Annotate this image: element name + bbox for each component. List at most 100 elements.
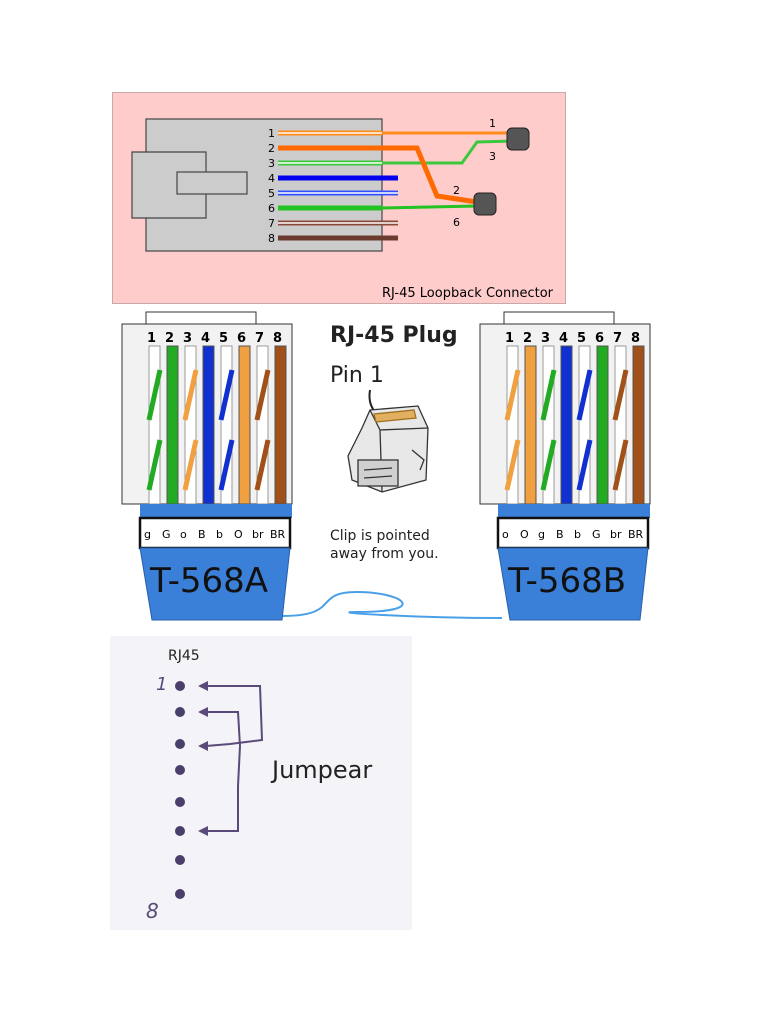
connector-pin-number: 7	[613, 331, 622, 346]
loop-pin-number: 6	[268, 202, 275, 215]
connector-wire	[596, 345, 609, 505]
connector-pin-number: 6	[237, 331, 246, 346]
connector-wire-stripe	[182, 439, 199, 491]
jumper-pin-dot	[175, 855, 185, 865]
jumper-pin-dot	[175, 681, 185, 691]
loop-pin-number: 8	[268, 232, 275, 245]
jumper-pin-dot	[175, 797, 185, 807]
clip-note-line1: Clip is pointed	[330, 528, 430, 544]
connector-code-box	[496, 516, 650, 550]
loop-pin-number: 5	[268, 187, 275, 200]
jumper-pin-dot	[175, 739, 185, 749]
connector-pin-number: 2	[165, 331, 174, 346]
connector-color-code: BR	[270, 528, 286, 541]
connector-boot	[139, 547, 291, 621]
loop-pin-number: 1	[268, 127, 275, 140]
connector-color-code: o	[502, 528, 509, 541]
connector-wire-stripe	[540, 369, 557, 421]
connector-collar	[140, 504, 292, 518]
connector-pin-number: 5	[577, 331, 586, 346]
jumper-pin-last: 8	[146, 899, 159, 923]
connector-pin-number: 5	[219, 331, 228, 346]
connector-color-code: br	[610, 528, 622, 541]
connector-pin-number: 1	[505, 331, 514, 346]
connector-pin-number: 8	[631, 331, 640, 346]
connector-wire-stripe	[146, 439, 163, 491]
connector-clip	[145, 311, 257, 325]
loop-wire-2	[382, 145, 478, 205]
loop-pin-number: 2	[268, 142, 275, 155]
connector-wire	[166, 345, 179, 505]
end-label-bottom-a: 2	[453, 184, 460, 197]
connector-pin-number: 3	[183, 331, 192, 346]
connector-color-code: o	[180, 528, 187, 541]
connector-tab	[176, 171, 248, 195]
connector-standard-name: T-568A	[149, 561, 268, 601]
jumper-title: RJ45	[168, 648, 200, 664]
connector-wire-stripe	[254, 369, 271, 421]
connector-wire-stripe	[182, 369, 199, 421]
connector-clip	[503, 311, 615, 325]
connector-wire-stripe	[218, 439, 235, 491]
end-label-bottom-b: 6	[453, 216, 460, 229]
end-label-top-a: 1	[489, 117, 496, 130]
connector-pin-number: 4	[559, 331, 568, 346]
connector-color-code: G	[592, 528, 601, 541]
loop-wire-6	[381, 204, 478, 210]
connector-wire-stripe	[504, 439, 521, 491]
rj45-plug-icon	[347, 405, 429, 493]
jumper-pin-first: 1	[156, 674, 167, 695]
connector-wire-stripe	[612, 439, 629, 491]
clip-note-line2: away from you.	[330, 546, 439, 562]
connector-pin-number: 7	[255, 331, 264, 346]
jumper-pin-dot	[175, 707, 185, 717]
connector-pin-number: 1	[147, 331, 156, 346]
connector-color-code: g	[538, 528, 545, 541]
connector-wire	[202, 345, 215, 505]
jumper-pin-dot	[175, 889, 185, 899]
connector-wire-stripe	[576, 369, 593, 421]
sketch-background	[110, 636, 412, 930]
connector-color-code: B	[556, 528, 564, 541]
loop-pin-number: 7	[268, 217, 275, 230]
connector-color-code: b	[574, 528, 581, 541]
pin1-label: Pin 1	[330, 363, 384, 388]
end-label-top-b: 3	[489, 150, 496, 163]
connector-wire	[560, 345, 573, 505]
connector-wire	[524, 345, 537, 505]
connector-pin-number: 4	[201, 331, 210, 346]
connector-pin-number: 6	[595, 331, 604, 346]
connector-pin-number: 2	[523, 331, 532, 346]
connector-wire	[238, 345, 251, 505]
connector-wire-stripe	[612, 369, 629, 421]
connector-wire	[274, 345, 287, 505]
connector-collar	[498, 504, 650, 518]
connector-color-code: O	[234, 528, 243, 541]
connector-latch	[131, 151, 207, 219]
loopback-caption: RJ-45 Loopback Connector	[382, 286, 554, 301]
connector-wire-stripe	[540, 439, 557, 491]
connector-boot	[497, 547, 649, 621]
jumper-pin-dot	[175, 765, 185, 775]
loop-end-bottom	[473, 192, 497, 216]
connector-wire-stripe	[576, 439, 593, 491]
connector-color-code: g	[144, 528, 151, 541]
connector-wire	[632, 345, 645, 505]
connector-color-code: b	[216, 528, 223, 541]
plug-title: RJ-45 Plug	[330, 323, 458, 348]
loop-end-top	[506, 127, 530, 151]
connector-color-code: B	[198, 528, 206, 541]
connector-color-code: br	[252, 528, 264, 541]
connector-color-code: O	[520, 528, 529, 541]
patch-cable	[281, 590, 503, 619]
loop-pin-number: 4	[268, 172, 275, 185]
connector-color-code: BR	[628, 528, 644, 541]
jumper-arrowheads	[198, 681, 208, 836]
connector-pin-number: 3	[541, 331, 550, 346]
jumper-pin-dot	[175, 826, 185, 836]
connector-wire-stripe	[146, 369, 163, 421]
connector-wire-stripe	[254, 439, 271, 491]
